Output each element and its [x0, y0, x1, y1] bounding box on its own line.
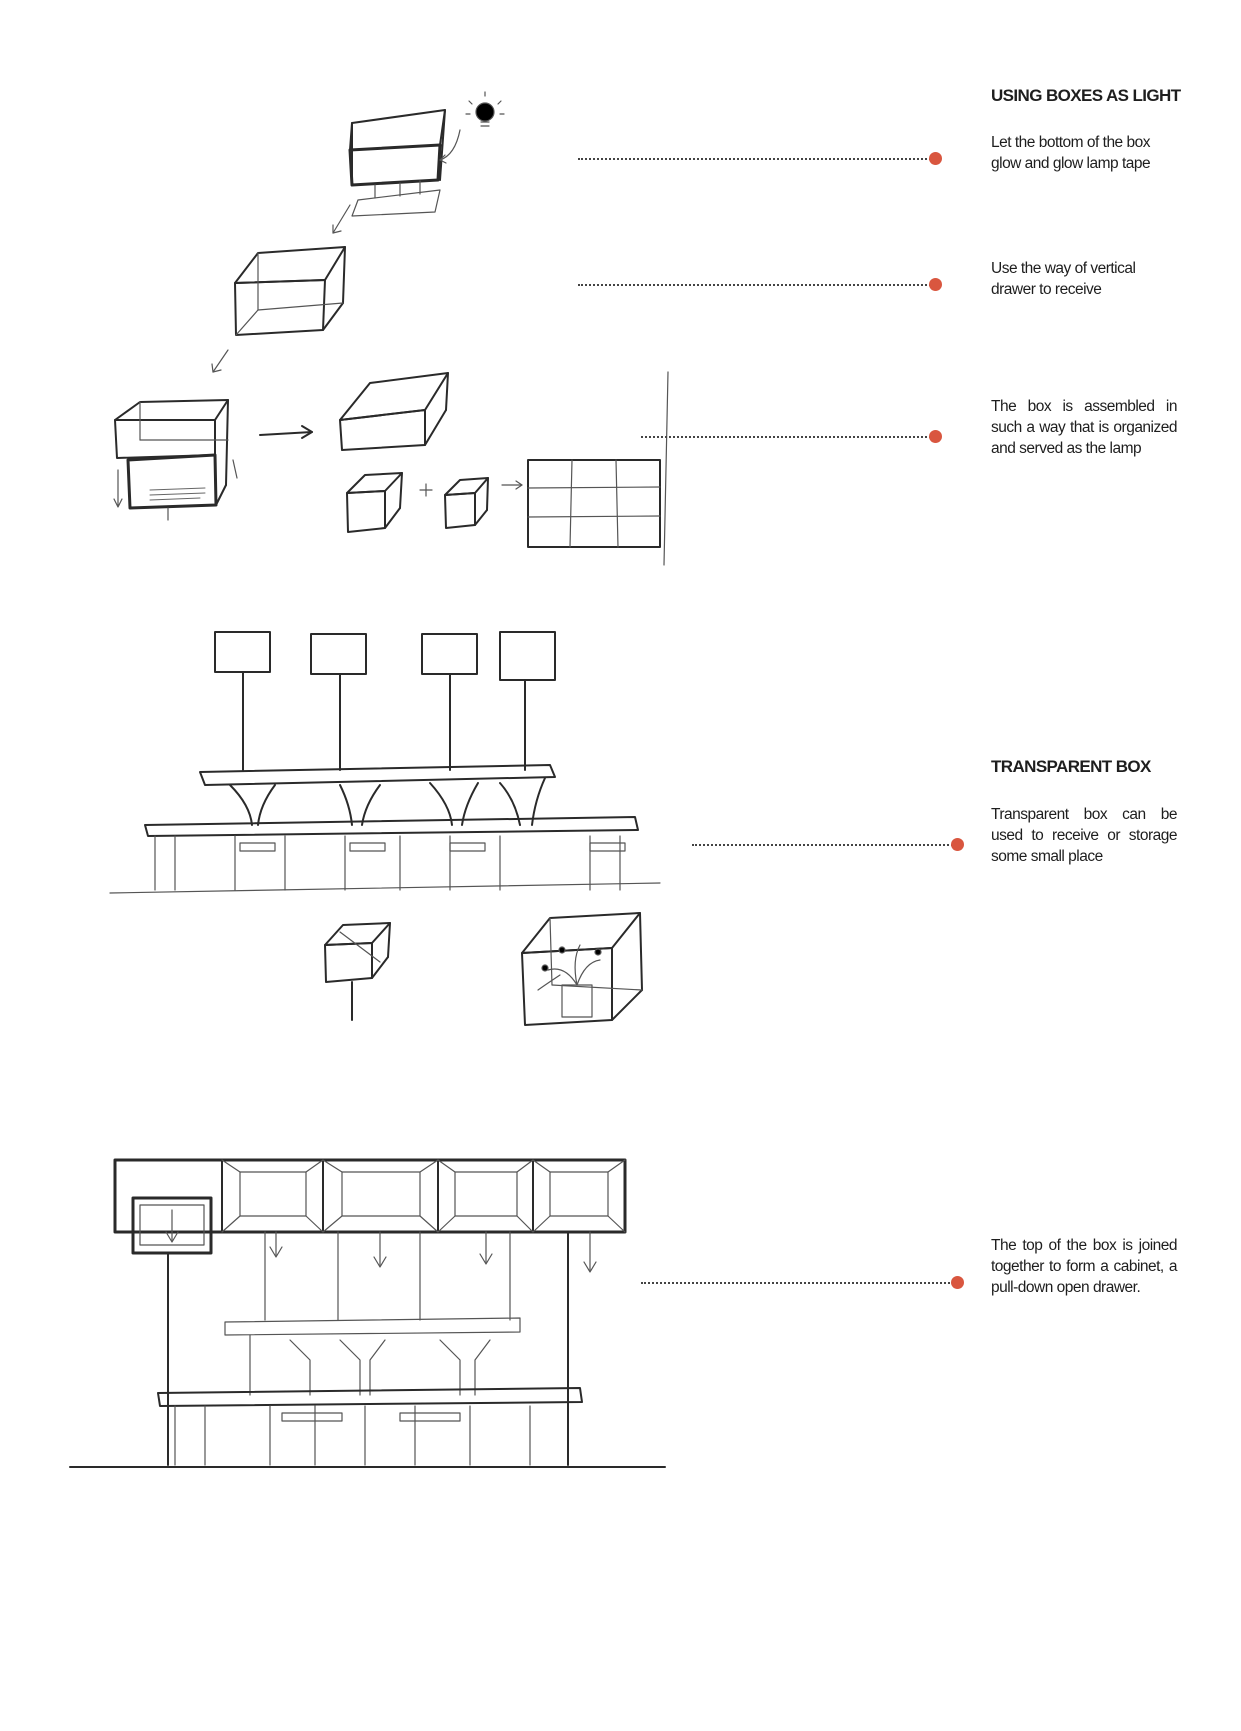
leader-line-glow [578, 158, 935, 160]
note-vertical-drawer: Use the way of vertical drawer to receiv… [991, 260, 1136, 298]
leader-line-drawer [578, 284, 935, 286]
leader-dot-drawer [929, 278, 942, 291]
transparent-box-table-sketch [109, 631, 661, 1026]
leader-line-cabinet [641, 1282, 957, 1284]
light-box-sequence-sketch [113, 91, 669, 566]
leader-dot-glow [929, 152, 942, 165]
leader-dot-transparent [951, 838, 964, 851]
section-heading-light: USING BOXES AS LIGHT [991, 86, 1181, 105]
leader-line-transparent [692, 844, 957, 846]
note-cabinet-drawer: The top of the box is joined together to… [991, 1237, 1178, 1296]
section-heading-transparent: TRANSPARENT BOX [991, 757, 1151, 776]
leader-dot-assembled [929, 430, 942, 443]
note-assembled-lamp: The box is assembled in such a way that … [991, 398, 1178, 457]
leader-line-assembled [641, 436, 935, 438]
lightbulb-icon [465, 91, 505, 127]
note-glow: Let the bottom of the box glow and glow … [991, 134, 1151, 172]
leader-dot-cabinet [951, 1276, 964, 1289]
note-transparent-box: Transparent box can be used to receive o… [991, 806, 1178, 865]
cabinet-drawer-sketch [69, 1158, 666, 1468]
